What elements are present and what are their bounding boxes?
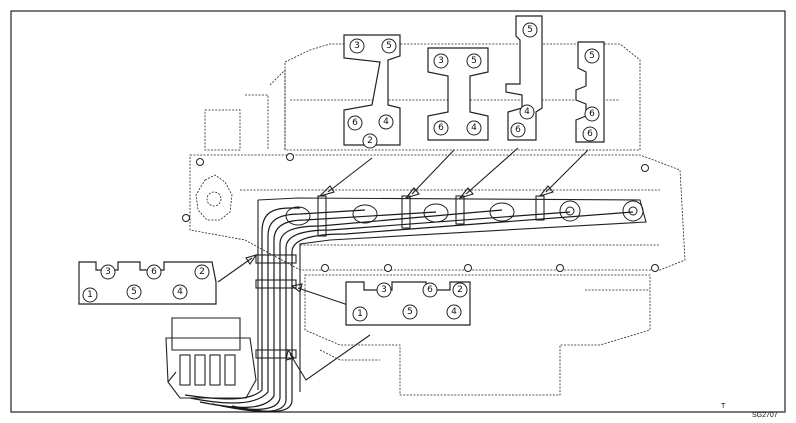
clamp-top-3-label-1: 5 — [527, 25, 533, 35]
clamp-top-3-hole-2 — [519, 104, 535, 120]
clamp-top-1: 3 5 6 4 2 — [343, 34, 401, 149]
clamp-top-2-label-1: 3 — [438, 56, 444, 66]
clamp-top-2-hole-3 — [433, 120, 449, 136]
clamp-left-hole-5 — [126, 284, 142, 300]
clamp-top-4-hole-3 — [582, 126, 598, 142]
clamp-left: 3 6 2 1 5 4 — [78, 261, 217, 305]
clamp-top-3-hole-1 — [522, 22, 538, 38]
clamp-top-4-label-3: 6 — [587, 129, 593, 139]
figure-frame — [10, 10, 786, 413]
clamp-left-label-2: 6 — [151, 267, 157, 277]
clamp-top-1-hole-4 — [378, 114, 394, 130]
clamp-left-hole-3 — [194, 264, 210, 280]
clamp-top-2-label-3: 6 — [438, 123, 444, 133]
clamp-lower-hole-1 — [376, 282, 392, 298]
clamp-top-3-hole-3 — [510, 122, 526, 138]
clamp-lower-hole-5 — [402, 304, 418, 320]
clamp-top-2: 3 5 6 4 — [427, 47, 489, 141]
clamp-top-1-label-5: 2 — [367, 136, 373, 146]
clamp-top-1-label-3: 6 — [352, 118, 358, 128]
engine-outline — [182, 43, 686, 396]
clamp-lower-label-2: 6 — [427, 285, 433, 295]
figure-mark: T — [721, 403, 726, 410]
clamp-left-label-1: 3 — [105, 267, 111, 277]
clamp-lower-hole-2 — [422, 282, 438, 298]
clamp-top-4: 5 6 6 — [575, 41, 605, 143]
clamp-lower-hole-4 — [352, 306, 368, 322]
clamp-top-1-hole-3 — [347, 115, 363, 131]
clamp-top-2-hole-1 — [433, 53, 449, 69]
clamp-left-hole-2 — [146, 264, 162, 280]
clamp-lower-hole-6 — [446, 304, 462, 320]
clamp-left-hole-1 — [100, 264, 116, 280]
clamp-top-3: 5 4 6 — [505, 15, 543, 141]
clamp-left-hole-6 — [172, 284, 188, 300]
distributor — [165, 317, 257, 399]
clamp-lower-hole-3 — [452, 282, 468, 298]
clamp-top-4-label-2: 6 — [589, 109, 595, 119]
clamp-top-3-label-3: 6 — [515, 125, 521, 135]
clamp-top-2-label-2: 5 — [471, 56, 477, 66]
clamp-lower-label-4: 1 — [357, 309, 363, 319]
clamp-left-label-4: 1 — [87, 290, 93, 300]
figure-code: SG2707 — [752, 412, 778, 419]
clamp-top-1-hole-2 — [381, 38, 397, 54]
clamp-top-1-label-1: 3 — [354, 41, 360, 51]
clamp-top-1-label-4: 4 — [383, 117, 389, 127]
pointer-arrows — [217, 147, 589, 381]
clamp-lower-label-5: 5 — [407, 307, 413, 317]
clamp-top-1-hole-1 — [349, 38, 365, 54]
clamp-left-label-6: 4 — [177, 287, 183, 297]
clamp-top-3-label-2: 4 — [524, 107, 530, 117]
clamp-lower: 3 6 2 1 5 4 — [345, 281, 471, 326]
clamp-top-1-hole-5 — [362, 133, 378, 149]
clamp-left-label-3: 2 — [199, 267, 205, 277]
spark-plug-wire-bundle — [184, 195, 647, 412]
clamp-left-hole-4 — [82, 287, 98, 303]
clamp-lower-label-1: 3 — [381, 285, 387, 295]
clamp-left-label-5: 5 — [131, 287, 137, 297]
clamp-top-2-hole-2 — [466, 53, 482, 69]
clamp-top-2-hole-4 — [466, 120, 482, 136]
clamp-top-1-label-2: 5 — [386, 41, 392, 51]
clamp-top-4-label-1: 5 — [589, 51, 595, 61]
clamp-lower-label-6: 4 — [451, 307, 457, 317]
clamp-lower-label-3: 2 — [457, 285, 463, 295]
clamp-top-2-label-4: 4 — [471, 123, 477, 133]
clamp-top-4-hole-1 — [584, 48, 600, 64]
clamp-top-4-hole-2 — [584, 106, 600, 122]
